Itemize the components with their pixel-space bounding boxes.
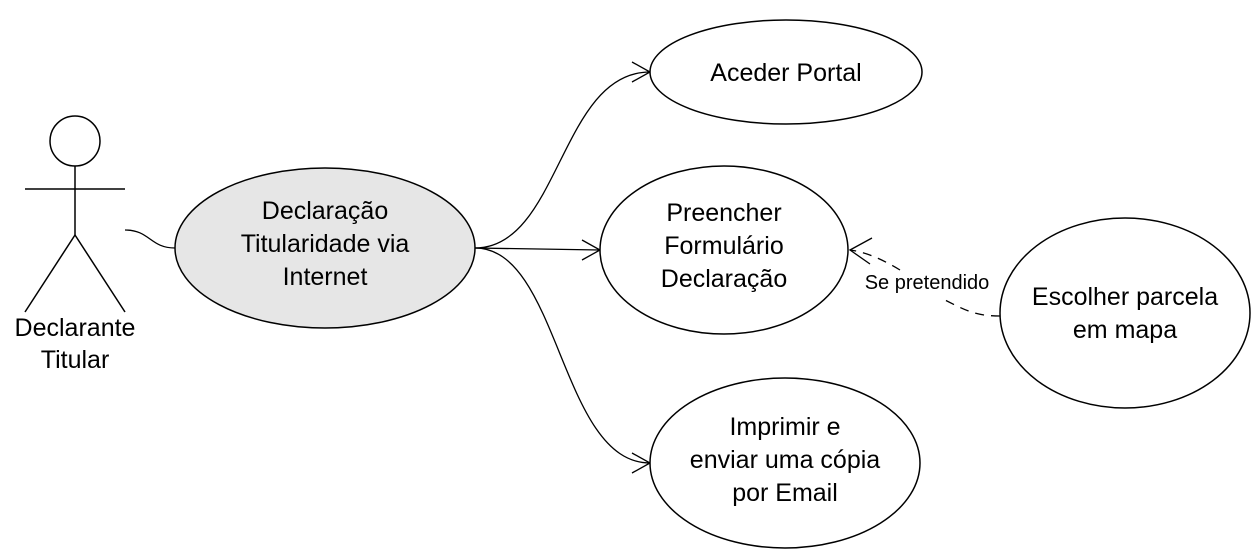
use-case-escolher-line1: Escolher parcela <box>1032 283 1218 311</box>
use-case-aceder-shape[interactable] <box>649 19 923 125</box>
arrowhead-extend <box>848 237 873 265</box>
actor-label-line1: Declarante <box>15 314 136 342</box>
use-case-preencher-line1: Preencher <box>666 199 781 227</box>
actor-label-line2: Titular <box>41 346 110 374</box>
association-actor-main <box>124 229 176 249</box>
use-case-main-line3: Internet <box>283 263 368 291</box>
use-case-escolher-shape[interactable] <box>999 217 1251 409</box>
extend-relation <box>849 249 1001 317</box>
actor-leg-right <box>74 234 126 313</box>
use-case-imprimir-line1: Imprimir e <box>729 413 840 441</box>
use-case-escolher-line2: em mapa <box>1073 316 1177 344</box>
association-main-preencher <box>474 247 601 251</box>
use-case-imprimir[interactable]: Imprimir e enviar uma cópia por Email <box>649 377 921 549</box>
use-case-preencher-line3: Declaração <box>661 265 787 293</box>
use-case-preencher-shape[interactable] <box>599 165 849 335</box>
actor-declarante-titular <box>24 115 126 313</box>
use-case-main-line1: Declaração <box>262 197 388 225</box>
use-case-imprimir-line2: enviar uma cópia <box>690 446 880 474</box>
use-case-main[interactable]: Declaração Titularidade via Internet <box>174 167 476 329</box>
use-case-aceder-portal[interactable]: Aceder Portal <box>649 19 923 125</box>
use-case-escolher[interactable]: Escolher parcela em mapa <box>999 217 1251 409</box>
association-main-imprimir <box>474 247 651 464</box>
use-case-preencher[interactable]: Preencher Formulário Declaração <box>599 165 849 335</box>
use-case-main-shape[interactable] <box>174 167 476 329</box>
use-case-main-line2: Titularidade via <box>241 230 410 258</box>
use-case-imprimir-shape[interactable] <box>649 377 921 549</box>
actor-head <box>49 115 101 167</box>
use-case-imprimir-line3: por Email <box>732 479 838 507</box>
association-main-aceder <box>474 71 651 249</box>
use-case-preencher-line2: Formulário <box>664 232 783 260</box>
use-case-aceder-line1: Aceder Portal <box>710 59 861 87</box>
extend-label: Se pretendido <box>865 272 990 294</box>
actor-leg-left <box>24 234 76 313</box>
